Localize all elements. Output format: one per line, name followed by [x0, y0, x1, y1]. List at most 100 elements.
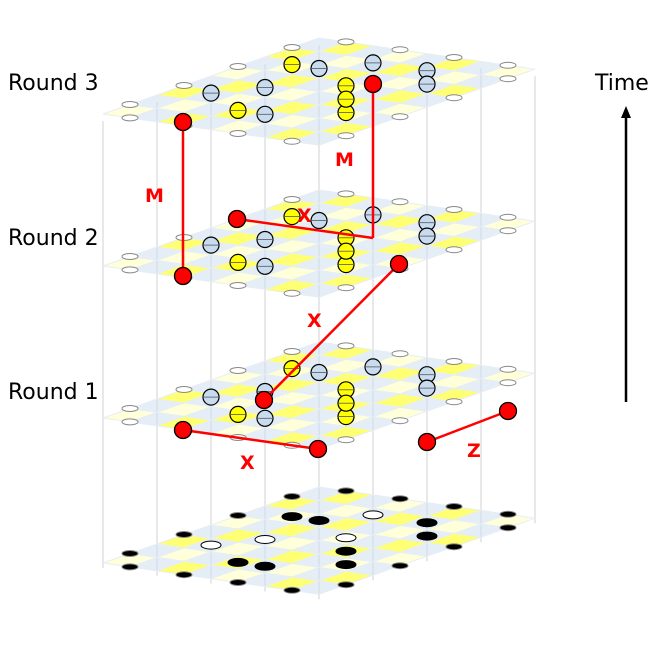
boundary-qubit [499, 227, 517, 235]
stabilizer-plaquette [319, 41, 373, 56]
boundary-qubit [121, 405, 139, 412]
stabilizer-plaquette [265, 74, 319, 88]
stabilizer-plaquette [265, 576, 319, 591]
stabilizer-plaquette [211, 569, 265, 583]
stabilizer-plaquette [373, 228, 427, 242]
stabilizer-plaquette [238, 276, 292, 290]
stabilizer-plaquette [292, 51, 346, 65]
defect-node [498, 401, 518, 421]
stabilizer-qubit [308, 516, 330, 525]
stabilizer-qubit [254, 561, 276, 571]
stabilizer-plaquette [238, 209, 292, 223]
stabilizer-plaquette [238, 97, 292, 111]
stabilizer-plaquette [184, 116, 238, 130]
stabilizer-plaquette [130, 95, 184, 109]
stabilizer-plaquette [346, 403, 400, 417]
boundary-qubit [175, 386, 193, 393]
boundary-qubit [337, 38, 355, 46]
stabilizer-plaquette [292, 395, 346, 409]
stabilizer-plaquette [184, 525, 238, 539]
stabilizer-plaquette [103, 408, 157, 422]
stabilizer-plaquette [373, 498, 427, 513]
stabilizer-plaquette [130, 260, 184, 274]
stabilizer-plaquette [103, 104, 157, 118]
stabilizer-plaquette [292, 409, 346, 423]
stabilizer-plaquette [238, 573, 292, 587]
stabilizer-plaquette [454, 510, 508, 524]
stabilizer-plaquette [346, 494, 400, 509]
stabilizer-plaquette [292, 190, 346, 204]
stabilizer-plaquette [427, 70, 481, 85]
stabilizer-qubit [335, 546, 357, 556]
stabilizer-plaquette [346, 416, 400, 431]
round-3-layer [102, 37, 536, 146]
stabilizer-plaquette [130, 544, 184, 558]
stabilizer-plaquette [157, 547, 211, 562]
stabilizer-plaquette [265, 496, 319, 510]
stabilizer-qubit [335, 560, 357, 570]
stabilizer-plaquette [211, 231, 265, 246]
stabilizer-plaquette [184, 406, 238, 421]
stabilizer-plaquette [481, 217, 535, 231]
time-arrow-head [621, 106, 631, 118]
boundary-qubit [229, 579, 247, 586]
boundary-qubit [283, 348, 301, 355]
boundary-qubit [445, 94, 463, 102]
stabilizer-plaquette [265, 239, 319, 254]
stabilizer-plaquette [265, 47, 319, 61]
stabilizer-plaquette [184, 420, 238, 434]
lattice-line [291, 368, 509, 446]
stabilizer-plaquette [427, 236, 481, 250]
stabilizer-plaquette [319, 207, 373, 221]
boundary-qubit [445, 358, 463, 365]
stabilizer-plaquette [454, 61, 508, 75]
stabilizer-plaquette [238, 361, 292, 375]
boundary-qubit [283, 196, 301, 203]
stabilizer-plaquette [373, 215, 427, 229]
boundary-qubit [337, 342, 355, 350]
defect-node [173, 420, 193, 440]
stabilizer-plaquette [211, 245, 265, 259]
x-error-label: X [297, 205, 312, 227]
stabilizer-plaquette [319, 122, 373, 136]
stabilizer-plaquette [454, 365, 508, 379]
stabilizer-qubit [254, 535, 276, 544]
defect-node [173, 266, 193, 286]
stabilizer-qubit [335, 533, 357, 543]
boundary-qubit [391, 198, 409, 206]
lattice-line [210, 524, 428, 557]
stabilizer-plaquette [319, 55, 373, 69]
stabilizer-plaquette [373, 538, 427, 553]
stabilizer-plaquette [211, 79, 265, 94]
stabilizer-plaquette [292, 422, 346, 436]
stabilizer-plaquette [319, 68, 373, 83]
stabilizer-plaquette [400, 245, 454, 260]
boundary-qubit [499, 510, 517, 518]
boundary-qubit [229, 130, 247, 137]
lattice-line [264, 360, 482, 393]
stabilizer-plaquette [157, 534, 211, 548]
stabilizer-plaquette [373, 552, 427, 566]
boundary-qubit [391, 350, 409, 358]
stabilizer-plaquette [346, 349, 400, 364]
lattice-line [318, 341, 536, 374]
stabilizer-plaquette [400, 502, 454, 516]
boundary-qubit [445, 206, 463, 213]
boundary-qubit [499, 213, 517, 221]
stabilizer-plaquette [265, 418, 319, 432]
stabilizer-plaquette [427, 506, 481, 520]
lattice-line [291, 199, 509, 232]
stabilizer-plaquette [292, 131, 346, 146]
stabilizer-qubit [416, 531, 438, 541]
stabilizer-plaquette [373, 393, 427, 408]
stabilizer-plaquette [319, 426, 373, 440]
stabilizer-plaquette [265, 101, 319, 115]
stabilizer-plaquette [319, 220, 373, 235]
boundary-qubit [337, 487, 355, 495]
stabilizer-plaquette [373, 49, 427, 64]
stabilizer-plaquette [292, 487, 346, 501]
stabilizer-plaquette [454, 378, 508, 393]
stabilizer-plaquette [427, 209, 481, 223]
boundary-qubit [121, 253, 139, 260]
boundary-qubit [445, 54, 463, 61]
